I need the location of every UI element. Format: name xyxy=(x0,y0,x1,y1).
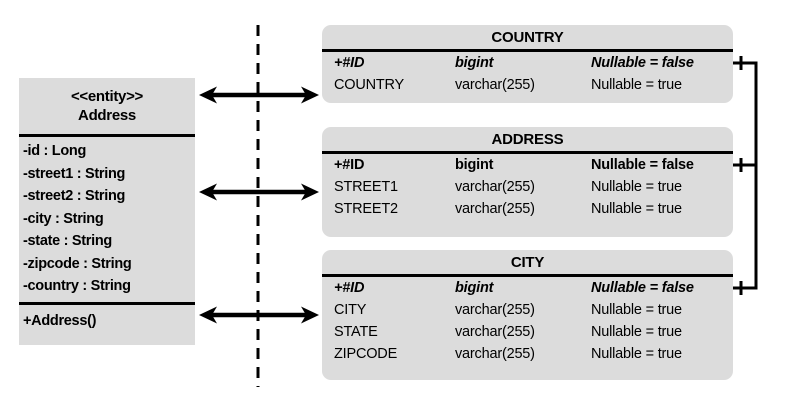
column-type: bigint xyxy=(455,157,494,173)
class-stereotype: <<entity>> xyxy=(70,88,144,105)
column-name: STREET2 xyxy=(334,201,398,217)
column-nullable: Nullable = true xyxy=(591,201,682,217)
column-type: varchar(255) xyxy=(455,77,535,93)
class-methods-compartment: +Address() xyxy=(19,305,195,332)
table-row-pk: +#ID bigint Nullable = false xyxy=(322,277,733,299)
column-nullable: Nullable = true xyxy=(591,346,682,362)
table-row-pk: +#ID bigint Nullable = false xyxy=(322,52,733,74)
column-name: +#ID xyxy=(334,55,365,71)
column-type: varchar(255) xyxy=(455,179,535,195)
table-title: CITY xyxy=(510,254,545,271)
column-name: +#ID xyxy=(334,157,365,173)
column-name: +#ID xyxy=(334,280,365,296)
column-type: varchar(255) xyxy=(455,302,535,318)
column-nullable: Nullable = false xyxy=(591,55,694,71)
entity-class-box: <<entity>> Address -id : Long -street1 :… xyxy=(19,78,195,345)
arrowhead-right-icon xyxy=(301,306,319,324)
arrowhead-left-icon xyxy=(199,306,217,324)
arrowhead-right-icon xyxy=(301,86,319,104)
class-field: -id : Long xyxy=(23,143,87,159)
compartment-separator xyxy=(19,134,195,137)
table-address: ADDRESS +#ID bigint Nullable = false STR… xyxy=(322,127,733,237)
table-row: STREET2 varchar(255) Nullable = true xyxy=(322,198,733,220)
arrowhead-left-icon xyxy=(199,86,217,104)
table-row: STATE varchar(255) Nullable = true xyxy=(322,321,733,343)
table-row: COUNTRY varchar(255) Nullable = true xyxy=(322,74,733,96)
table-city: CITY +#ID bigint Nullable = false CITY v… xyxy=(322,250,733,380)
table-header-separator xyxy=(322,274,733,277)
class-method: +Address() xyxy=(23,313,97,329)
column-nullable: Nullable = true xyxy=(591,179,682,195)
class-name: Address xyxy=(78,107,136,124)
class-field: -zipcode : String xyxy=(23,255,132,272)
column-nullable: Nullable = true xyxy=(591,302,682,318)
class-fields-compartment: -id : Long -street1 : String -street2 : … xyxy=(19,137,195,302)
table-header-separator xyxy=(322,151,733,154)
table-row-pk: +#ID bigint Nullable = false xyxy=(322,154,733,176)
arrowhead-right-icon xyxy=(301,183,319,201)
column-name: STREET1 xyxy=(334,179,398,195)
column-nullable: Nullable = false xyxy=(591,157,694,173)
class-field: -state : String xyxy=(23,233,112,249)
column-name: CITY xyxy=(334,302,367,318)
column-type: bigint xyxy=(455,55,494,71)
table-row: STREET1 varchar(255) Nullable = true xyxy=(322,176,733,198)
class-header: <<entity>> Address xyxy=(19,78,195,134)
table-row: CITY varchar(255) Nullable = true xyxy=(322,299,733,321)
column-name: ZIPCODE xyxy=(334,346,398,362)
pk-join-bracket xyxy=(733,61,758,290)
mapping-arrow-city xyxy=(199,306,319,324)
column-type: varchar(255) xyxy=(455,324,535,340)
class-field: -city : String xyxy=(23,210,104,227)
column-nullable: Nullable = true xyxy=(591,324,682,340)
column-nullable: Nullable = true xyxy=(591,77,682,93)
column-type: varchar(255) xyxy=(455,346,535,362)
column-nullable: Nullable = false xyxy=(591,280,694,296)
class-field: -street1 : String xyxy=(23,165,126,182)
arrowhead-left-icon xyxy=(199,183,217,201)
mapping-arrow-country xyxy=(199,86,319,104)
mapping-arrow-address xyxy=(199,183,319,201)
table-row: ZIPCODE varchar(255) Nullable = true xyxy=(322,343,733,365)
compartment-separator xyxy=(19,302,195,305)
column-type: varchar(255) xyxy=(455,201,535,217)
table-header-separator xyxy=(322,49,733,52)
table-country: COUNTRY +#ID bigint Nullable = false COU… xyxy=(322,25,733,103)
table-title: ADDRESS xyxy=(491,131,564,148)
class-field: -country : String xyxy=(23,278,131,294)
table-title: COUNTRY xyxy=(491,29,564,46)
column-name: STATE xyxy=(334,324,378,340)
column-name: COUNTRY xyxy=(334,77,405,93)
class-field: -street2 : String xyxy=(23,188,126,204)
column-type: bigint xyxy=(455,280,494,296)
